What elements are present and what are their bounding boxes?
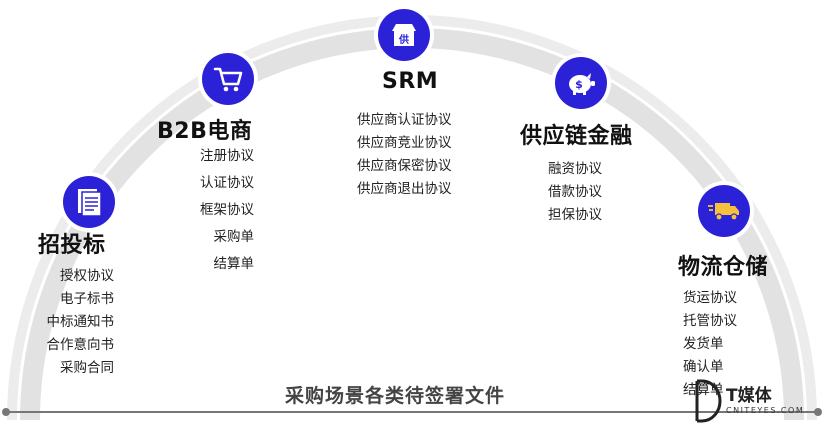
piggy-bank-icon: $	[555, 57, 607, 109]
node-items-zhaotoubiao: 授权协议 电子标书 中标通知书 合作意向书 采购合同	[20, 265, 115, 380]
list-item: 托管协议	[683, 313, 737, 329]
list-item: 确认单	[683, 359, 724, 375]
list-item: 采购单	[213, 229, 255, 245]
cniteyes-logo: T媒体 CNITEYES.COM	[688, 378, 828, 428]
node-items-logistics: 货运协议 托管协议 发货单 确认单 结算单	[683, 287, 737, 402]
list-item: 采购合同	[60, 360, 114, 376]
list-item: 供应商退出协议	[357, 181, 452, 197]
supplier-icon-text: 供	[398, 33, 409, 46]
list-item: 借款协议	[548, 184, 602, 200]
node-items-srm: 供应商认证协议 供应商竞业协议 供应商保密协议 供应商退出协议	[357, 109, 452, 201]
list-item: 注册协议	[200, 148, 254, 164]
list-item: 发货单	[683, 336, 724, 352]
list-item: 供应商保密协议	[357, 158, 452, 174]
logo-mark-icon	[695, 379, 722, 423]
list-item: 框架协议	[200, 202, 254, 218]
svg-text:$: $	[575, 78, 583, 91]
list-item: 中标通知书	[46, 314, 115, 330]
list-item: 授权协议	[60, 268, 114, 284]
list-item: 担保协议	[548, 207, 602, 223]
diagram-caption: 采购场景各类待签署文件	[284, 385, 505, 407]
node-title-srm: SRM	[382, 69, 439, 94]
shopping-cart-icon	[202, 53, 254, 105]
supplier-store-icon: 供	[378, 9, 430, 61]
logo-text: T媒体	[726, 386, 772, 406]
list-item: 电子标书	[60, 291, 114, 307]
node-title-b2b: B2B电商	[157, 119, 253, 144]
list-item: 认证协议	[200, 175, 254, 191]
node-items-b2b: 注册协议 认证协议 框架协议 采购单 结算单	[180, 143, 254, 278]
baseline-end-dot	[814, 408, 822, 416]
node-items-scf: 融资协议 借款协议 担保协议	[548, 158, 602, 227]
list-item: 融资协议	[548, 161, 602, 177]
inner-arc	[20, 28, 804, 421]
list-item: 供应商竞业协议	[357, 135, 452, 151]
list-item: 货运协议	[683, 290, 737, 306]
node-title-scf: 供应链金融	[520, 124, 633, 149]
list-item: 供应商认证协议	[357, 112, 452, 128]
baseline-start-dot	[2, 408, 10, 416]
logo-domain: CNITEYES.COM	[726, 406, 805, 415]
document-icon	[63, 176, 115, 228]
delivery-truck-icon	[698, 185, 750, 237]
node-title-zhaotoubiao: 招投标	[38, 233, 106, 258]
node-title-logistics: 物流仓储	[678, 255, 769, 280]
list-item: 合作意向书	[46, 337, 115, 353]
list-item: 结算单	[213, 256, 255, 272]
